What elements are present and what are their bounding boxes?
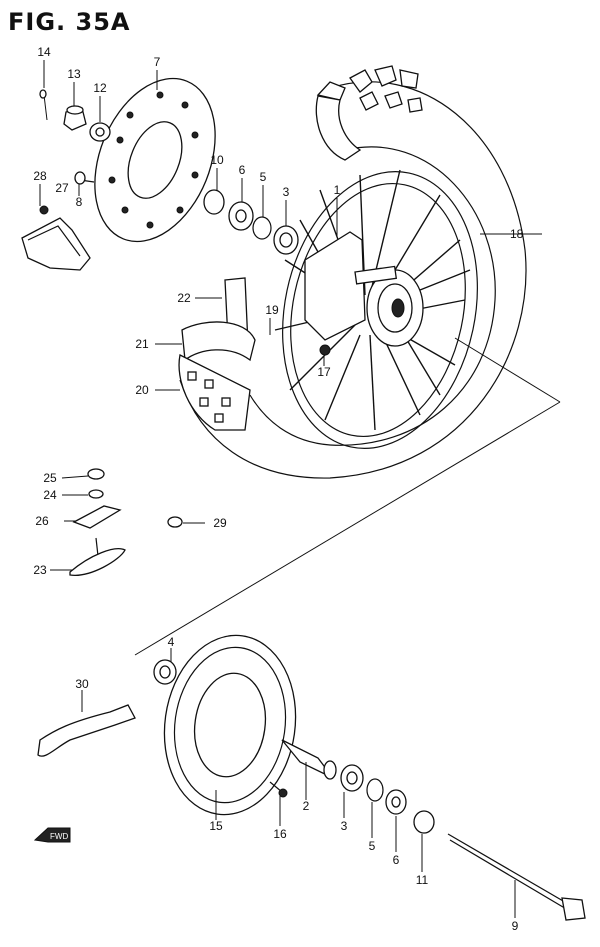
callout-12: 12	[93, 81, 107, 95]
tire-section	[178, 354, 251, 431]
cotter-pin	[39, 89, 48, 121]
axle-spacer	[281, 739, 337, 780]
callout-4: 4	[168, 635, 175, 649]
callout-20: 20	[135, 383, 149, 397]
castle-nut	[63, 105, 87, 131]
callout-15: 15	[209, 819, 223, 833]
callout-5: 5	[260, 170, 267, 184]
callout-10: 10	[210, 153, 224, 167]
tire	[179, 65, 527, 479]
callout-1: 1	[334, 183, 341, 197]
rim	[282, 171, 478, 449]
callout-26: 26	[35, 514, 49, 528]
callout-30: 30	[75, 677, 89, 691]
lower-bearing-set	[340, 764, 435, 834]
callout-28: 28	[33, 169, 47, 183]
inner-tube	[181, 321, 256, 362]
callout-3: 3	[283, 185, 290, 199]
callout-6-lower: 6	[393, 853, 400, 867]
callout-19: 19	[265, 303, 279, 317]
hub	[304, 231, 424, 347]
callout-5-lower: 5	[369, 839, 376, 853]
fwd-label: FWD	[50, 832, 68, 841]
callout-2: 2	[303, 799, 310, 813]
axle-wrench	[37, 704, 136, 757]
callout-3-lower: 3	[341, 819, 348, 833]
washer-12	[89, 122, 111, 142]
upper-bearing-set	[203, 189, 299, 255]
callout-6: 6	[239, 163, 246, 177]
callout-16: 16	[273, 827, 287, 841]
rim-lock-parts	[69, 468, 183, 576]
rear-axle	[447, 833, 586, 921]
callout-14: 14	[37, 45, 51, 59]
callout-13: 13	[67, 67, 81, 81]
bolt-8	[74, 171, 95, 185]
callout-labels: 18 1 14 13 12 7 10 6 5 3 28 27 8 22 21 2…	[33, 45, 523, 933]
callout-24: 24	[43, 488, 57, 502]
rear-sprocket	[163, 634, 297, 816]
callout-7: 7	[154, 55, 161, 69]
disc-cover	[21, 205, 91, 271]
callout-18: 18	[510, 227, 524, 241]
callout-25: 25	[43, 471, 57, 485]
callout-29: 29	[213, 516, 227, 530]
leader-lines	[39, 60, 542, 918]
callout-22: 22	[177, 291, 191, 305]
callout-17: 17	[317, 365, 331, 379]
valve	[319, 344, 331, 356]
callout-27: 27	[55, 181, 69, 195]
callout-8: 8	[76, 195, 83, 209]
callout-11: 11	[416, 873, 429, 887]
callout-9: 9	[512, 919, 519, 933]
figure-title: FIG. 35A	[8, 8, 131, 36]
brake-disc	[94, 77, 216, 243]
bearing-4	[153, 659, 177, 685]
callout-23: 23	[33, 563, 47, 577]
fwd-arrow-icon: FWD	[33, 827, 71, 843]
callout-21: 21	[135, 337, 149, 351]
sprocket-bolt	[269, 781, 288, 798]
